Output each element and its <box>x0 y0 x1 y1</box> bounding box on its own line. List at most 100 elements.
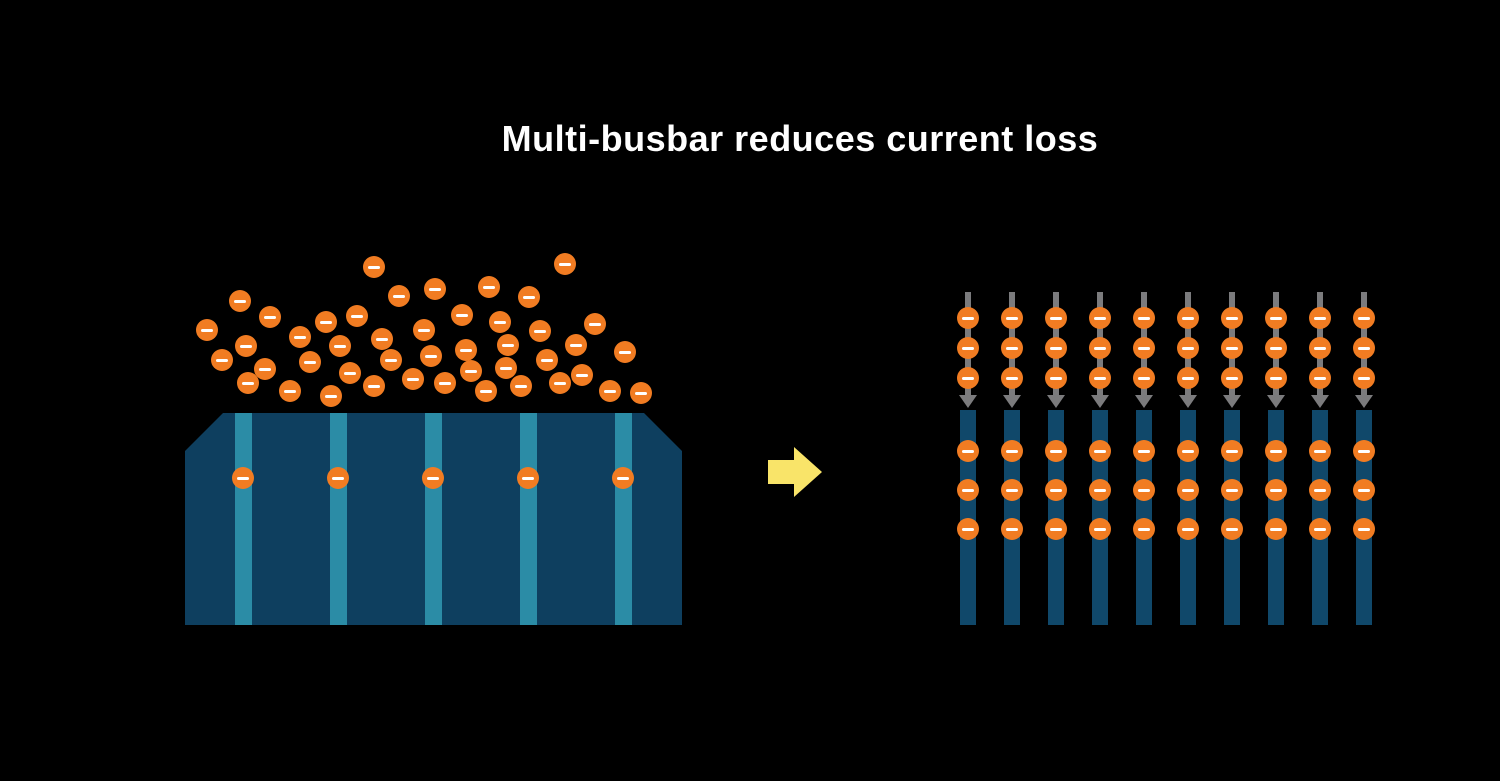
minus-symbol <box>962 488 974 492</box>
free-electron <box>363 256 385 278</box>
free-electron <box>371 328 393 350</box>
down-arrow-head-icon <box>1355 395 1373 408</box>
minus-symbol <box>1358 316 1370 320</box>
incoming-electron <box>1353 367 1375 389</box>
minus-symbol <box>494 320 506 324</box>
minus-symbol <box>1226 316 1238 320</box>
free-electron <box>510 375 532 397</box>
minus-symbol <box>1358 449 1370 453</box>
minus-symbol <box>1358 346 1370 350</box>
down-arrow-head-icon <box>959 395 977 408</box>
minus-symbol <box>554 381 566 385</box>
down-arrow-head-icon <box>1267 395 1285 408</box>
collected-electron <box>1001 479 1023 501</box>
minus-symbol <box>1182 488 1194 492</box>
collected-electron <box>1177 479 1199 501</box>
minus-symbol <box>393 294 405 298</box>
free-electron <box>571 364 593 386</box>
multi-busbar-finger <box>1312 410 1328 625</box>
collected-electron <box>1045 518 1067 540</box>
minus-symbol <box>325 394 337 398</box>
minus-symbol <box>576 373 588 377</box>
minus-symbol <box>1314 346 1326 350</box>
minus-symbol <box>1050 316 1062 320</box>
free-electron <box>299 351 321 373</box>
minus-symbol <box>1270 527 1282 531</box>
minus-symbol <box>1358 527 1370 531</box>
collected-electron <box>327 467 349 489</box>
minus-symbol <box>1270 449 1282 453</box>
minus-symbol <box>1094 488 1106 492</box>
free-electron <box>346 305 368 327</box>
busbar-stripe <box>330 413 347 625</box>
incoming-electron <box>957 307 979 329</box>
minus-symbol <box>1226 449 1238 453</box>
collected-electron <box>1177 518 1199 540</box>
minus-symbol <box>1094 449 1106 453</box>
minus-symbol <box>216 358 228 362</box>
collected-electron <box>957 518 979 540</box>
free-electron <box>363 375 385 397</box>
multi-busbar-finger <box>1224 410 1240 625</box>
minus-symbol <box>1226 488 1238 492</box>
free-electron <box>279 380 301 402</box>
free-electron <box>315 311 337 333</box>
minus-symbol <box>515 384 527 388</box>
minus-symbol <box>376 337 388 341</box>
down-arrow-head-icon <box>1311 395 1329 408</box>
busbar-stripe <box>520 413 537 625</box>
collected-electron <box>1353 440 1375 462</box>
down-arrow-head-icon <box>1047 395 1065 408</box>
minus-symbol <box>294 335 306 339</box>
incoming-electron <box>1001 307 1023 329</box>
minus-symbol <box>237 476 249 480</box>
minus-symbol <box>456 313 468 317</box>
free-electron <box>329 335 351 357</box>
minus-symbol <box>1006 316 1018 320</box>
multi-busbar-finger <box>1004 410 1020 625</box>
minus-symbol <box>604 389 616 393</box>
collected-electron <box>1089 440 1111 462</box>
minus-symbol <box>962 346 974 350</box>
minus-symbol <box>1226 376 1238 380</box>
collected-electron <box>1265 440 1287 462</box>
collected-electron <box>1177 440 1199 462</box>
collected-electron <box>957 479 979 501</box>
minus-symbol <box>962 527 974 531</box>
minus-symbol <box>1138 346 1150 350</box>
minus-symbol <box>635 391 647 395</box>
multi-busbar-finger <box>1356 410 1372 625</box>
minus-symbol <box>500 366 512 370</box>
free-electron <box>497 334 519 356</box>
collected-electron <box>1309 479 1331 501</box>
free-electron <box>320 385 342 407</box>
free-electron <box>434 372 456 394</box>
minus-symbol <box>522 476 534 480</box>
multi-busbar-finger <box>1048 410 1064 625</box>
minus-symbol <box>1226 527 1238 531</box>
minus-symbol <box>1006 527 1018 531</box>
incoming-electron <box>1353 307 1375 329</box>
collected-electron <box>1265 479 1287 501</box>
free-electron <box>478 276 500 298</box>
minus-symbol <box>332 476 344 480</box>
collected-electron <box>1001 440 1023 462</box>
incoming-electron <box>1309 307 1331 329</box>
minus-symbol <box>425 354 437 358</box>
right-arrow-shape <box>768 447 822 497</box>
minus-symbol <box>1138 316 1150 320</box>
minus-symbol <box>242 381 254 385</box>
minus-symbol <box>480 389 492 393</box>
minus-symbol <box>962 316 974 320</box>
minus-symbol <box>201 328 213 332</box>
multi-busbar-finger <box>1136 410 1152 625</box>
minus-symbol <box>368 384 380 388</box>
minus-symbol <box>483 285 495 289</box>
free-electron <box>339 362 361 384</box>
minus-symbol <box>1138 449 1150 453</box>
incoming-electron <box>1221 337 1243 359</box>
down-arrow-head-icon <box>1223 395 1241 408</box>
collected-electron <box>1309 440 1331 462</box>
incoming-electron <box>1265 367 1287 389</box>
incoming-electron <box>1089 367 1111 389</box>
